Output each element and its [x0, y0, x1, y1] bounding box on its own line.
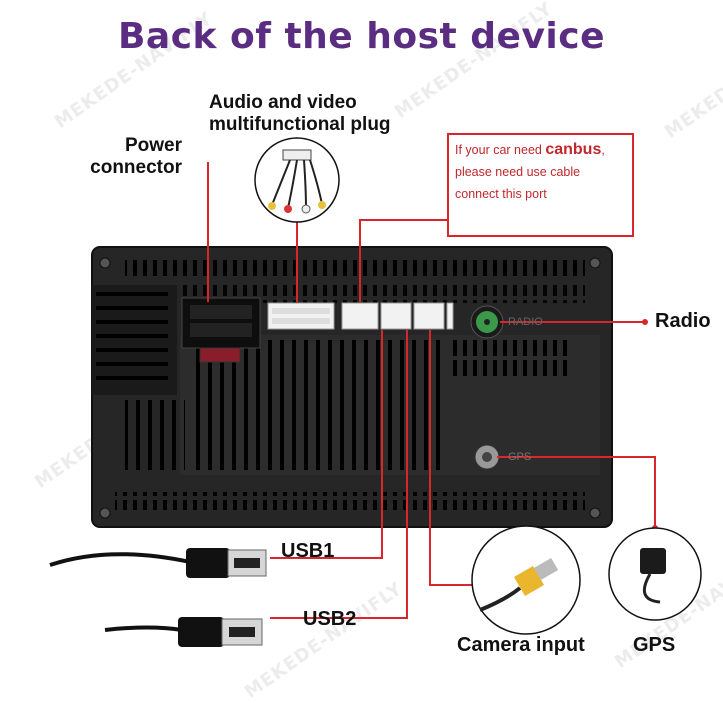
usb1-port [380, 302, 412, 330]
av-harness-illustration [254, 137, 340, 223]
gps-label: GPS [633, 634, 676, 656]
callout-camera [429, 330, 475, 586]
radio-antenna-port [470, 305, 504, 339]
head-unit-back-panel [91, 246, 613, 528]
callout-canbus [359, 219, 447, 302]
power-connector [181, 297, 261, 363]
gps-antenna-port [474, 444, 500, 470]
canbus-port [341, 302, 379, 330]
callout-usb1 [270, 330, 383, 559]
usb1-cable [49, 548, 267, 578]
callout-usb2 [270, 330, 408, 619]
av-plug-port [267, 302, 335, 330]
camera-rca-illustration [471, 525, 581, 635]
canbus-note-line1: If your car need canbus, [455, 141, 605, 158]
canbus-note-line2: please need use cable [455, 165, 581, 179]
usb1-label: USB1 [281, 540, 335, 562]
callout-gps [497, 456, 656, 528]
power-connector-label: Power connector [90, 135, 182, 178]
usb2-label: USB2 [303, 608, 357, 630]
camera-input-label: Camera input [457, 634, 585, 656]
canbus-note: If your car need canbus, please need use… [447, 133, 634, 237]
gps-port-marking: GPS [508, 451, 532, 463]
radio-label: Radio [655, 310, 711, 332]
usb2-port [413, 302, 445, 330]
gps-antenna-illustration [608, 527, 702, 621]
av-plug-label: Audio and video multifunctional plug [209, 92, 391, 135]
camera-port [446, 302, 454, 330]
usb2-cable [104, 617, 263, 647]
page-title: Back of the host device [117, 16, 606, 57]
radio-port-marking: RADIO [508, 316, 543, 328]
callout-lines [207, 162, 656, 619]
canbus-note-line3: connect this port [455, 187, 547, 201]
